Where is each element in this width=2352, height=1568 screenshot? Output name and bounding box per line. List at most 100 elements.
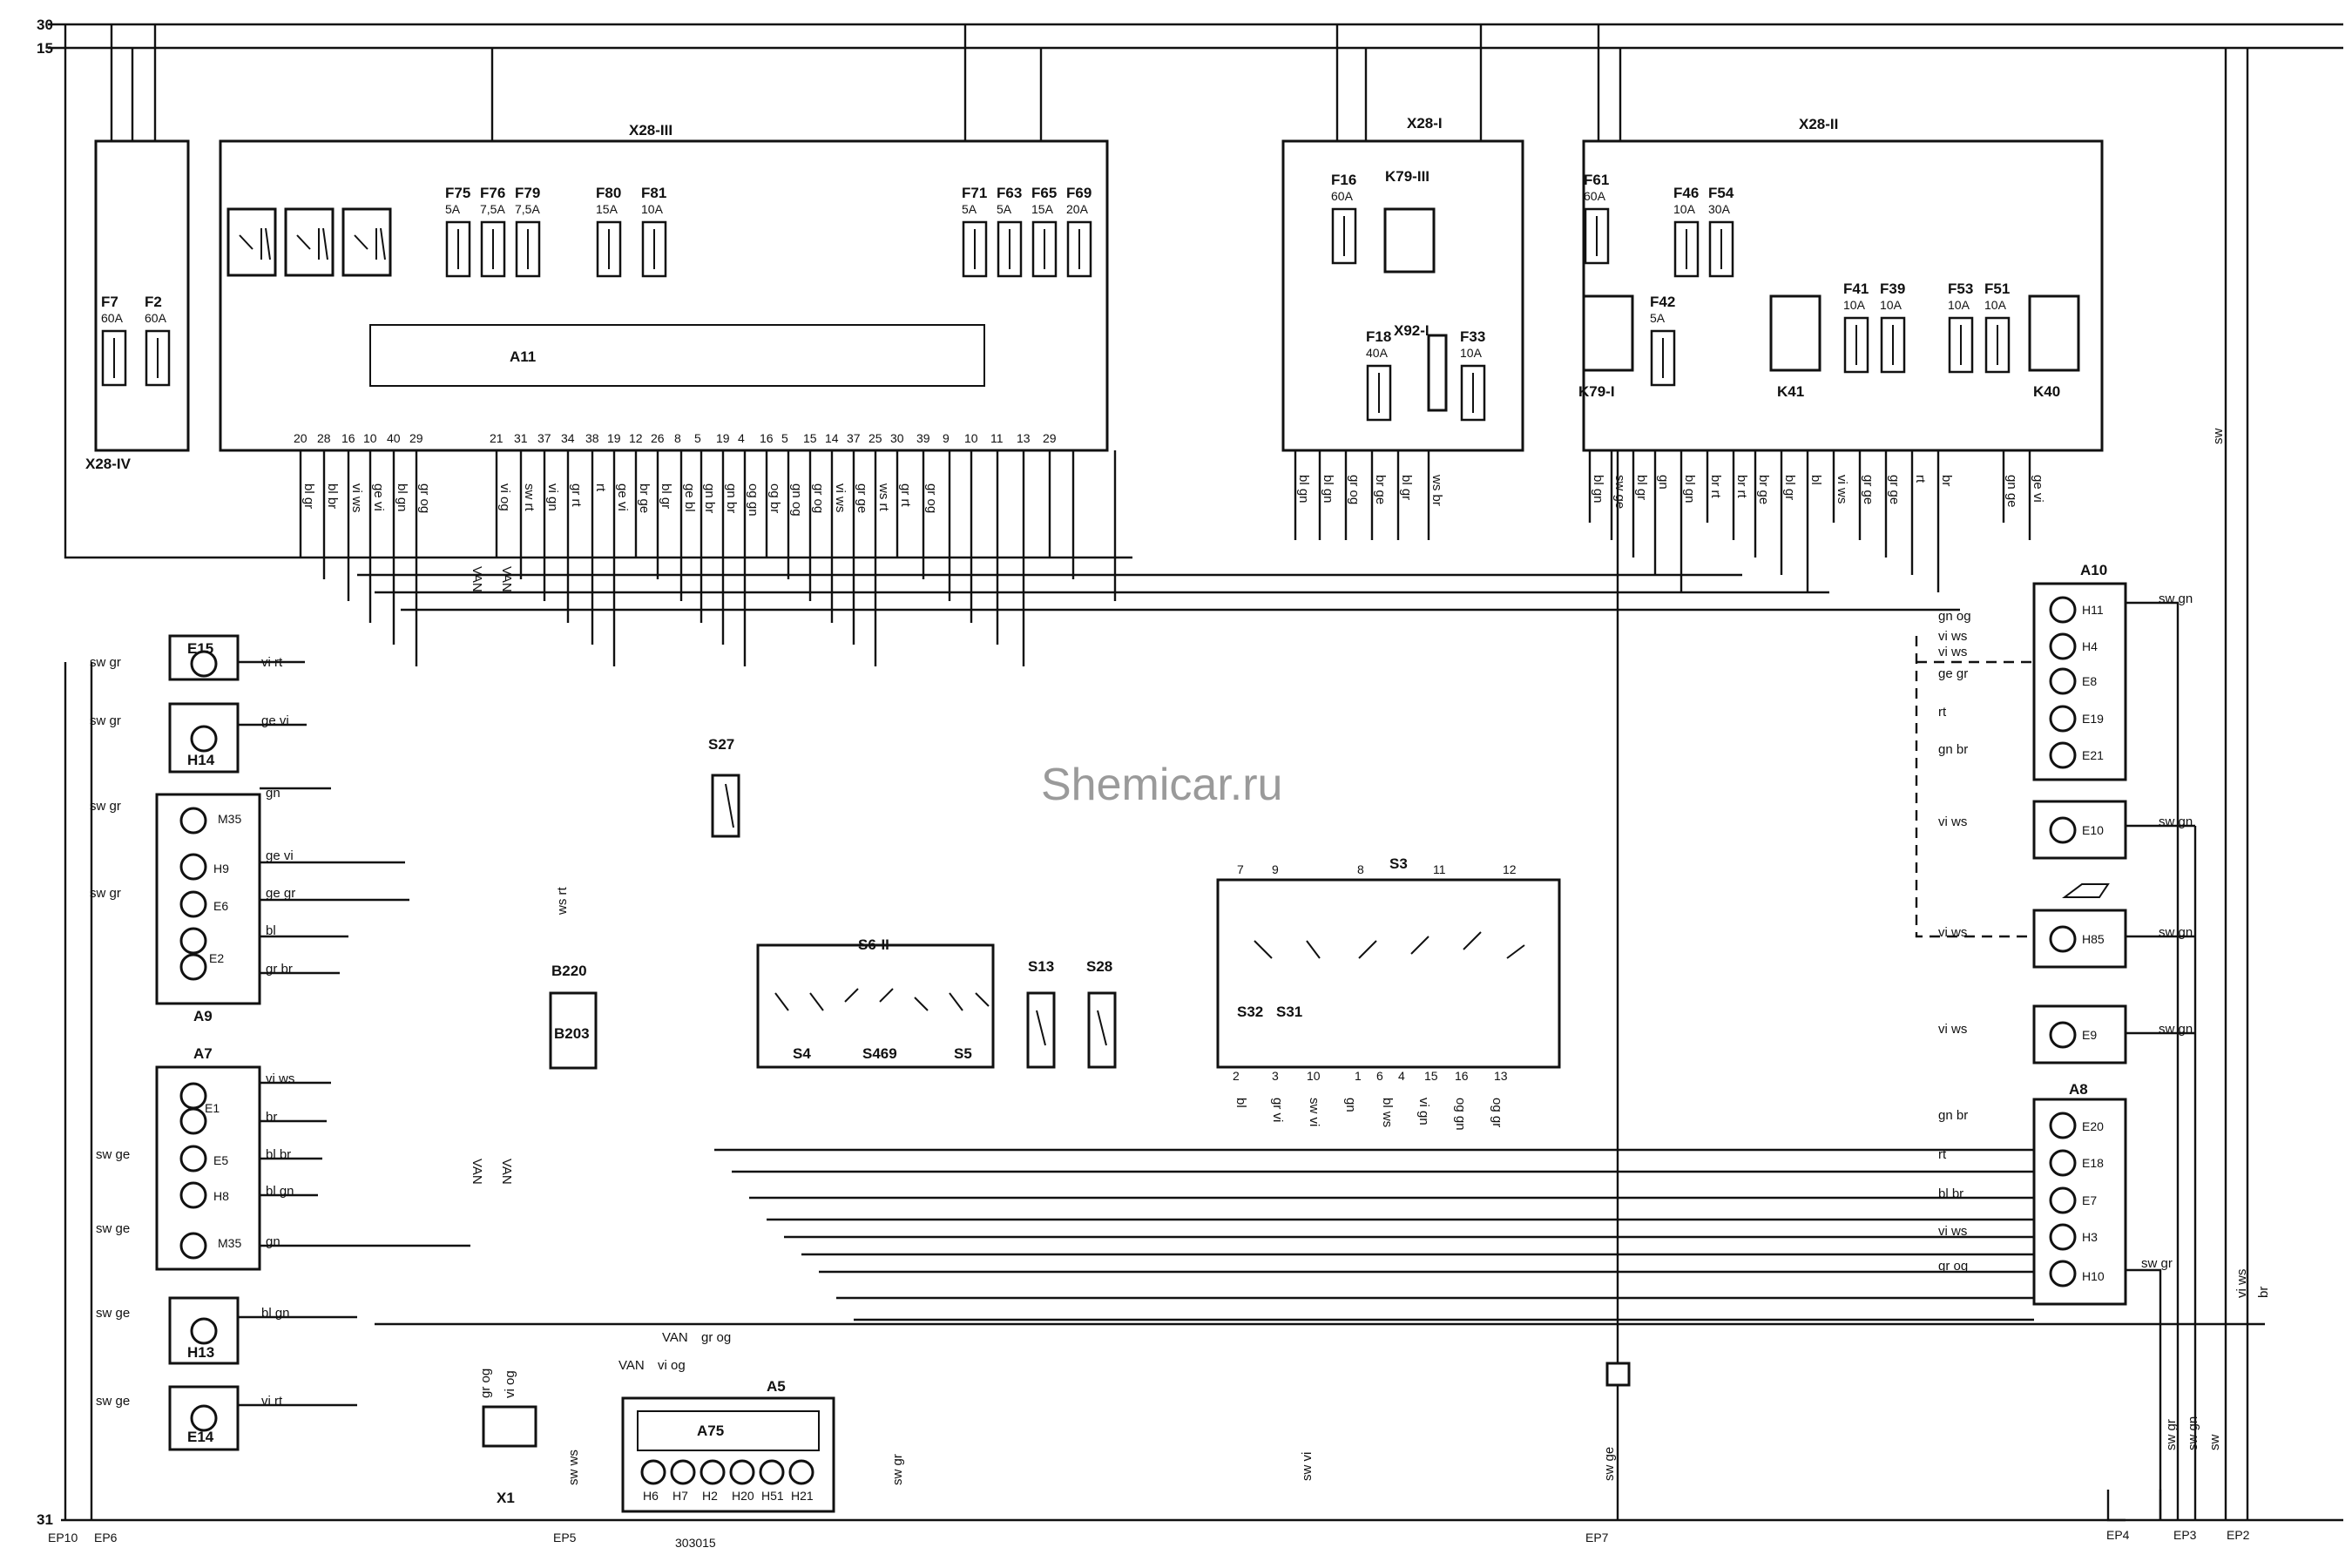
wire-h4-in: vi ws bbox=[1938, 629, 1967, 644]
lamp-e10 bbox=[2032, 800, 2127, 860]
box-x28-iii bbox=[219, 139, 1109, 452]
x28iii-wire-23: ws rt bbox=[876, 483, 891, 511]
switch-s31-label: S31 bbox=[1276, 1004, 1302, 1020]
wire-h10-in: gr og bbox=[1938, 1259, 1968, 1274]
dashed-option-wires bbox=[1915, 636, 2034, 938]
wire-sw-ge-2: sw ge bbox=[96, 1221, 130, 1236]
fuse-f46-rating: 10A bbox=[1673, 202, 1696, 216]
wire-x1-a: gr og bbox=[478, 1369, 493, 1398]
a9-e2-label: E2 bbox=[209, 951, 224, 965]
wire-e1b: br bbox=[266, 1110, 277, 1125]
relay-x92-i-label: X92-I bbox=[1394, 322, 1429, 339]
x28iii-wire-6: vi og bbox=[497, 483, 512, 511]
lamp-e14-label: E14 bbox=[187, 1429, 214, 1445]
x28ii-wire-4: bl gn bbox=[1682, 475, 1697, 504]
ground-ep3: EP3 bbox=[2173, 1528, 2197, 1542]
fuse-f76-id: F76 bbox=[480, 185, 505, 201]
left-lamp-circle-2 bbox=[179, 807, 207, 835]
wire-e7-in: bl br bbox=[1938, 1186, 1963, 1201]
x28ii-wire-2: bl gr bbox=[1634, 475, 1649, 500]
x28iii-wire-0: bl gr bbox=[301, 483, 316, 509]
a8-h10-label: H10 bbox=[2082, 1269, 2105, 1283]
x28iii-pin-3: 10 bbox=[363, 431, 377, 445]
x28ii-wire-14: br bbox=[1939, 475, 1954, 486]
wire-e5: bl br bbox=[266, 1147, 291, 1162]
fuse-f7-id: F7 bbox=[101, 294, 118, 310]
lamp-h85 bbox=[2032, 909, 2127, 969]
x28iii-pin-10: 38 bbox=[585, 431, 599, 445]
connector-x1-label: X1 bbox=[497, 1490, 515, 1506]
relay-k41 bbox=[1769, 294, 1821, 372]
switch-s3-label: S3 bbox=[1389, 855, 1408, 872]
x28iii-pin-4: 40 bbox=[387, 431, 401, 445]
wire-e9-in: vi ws bbox=[1938, 1022, 1967, 1037]
x28iii-pin-15: 5 bbox=[694, 431, 701, 445]
s3-wire-6: og gn bbox=[1453, 1098, 1468, 1131]
x28iii-wire-8: vi gn bbox=[545, 483, 560, 511]
a5-lamp-h21 bbox=[788, 1459, 814, 1485]
box-x28-i bbox=[1281, 139, 1524, 452]
wire-b220: ws rt bbox=[555, 887, 570, 916]
left-lamp-circle-5 bbox=[179, 927, 207, 955]
wire-a5-a: gr og bbox=[701, 1330, 731, 1345]
fuse-f2-rating: 60A bbox=[145, 311, 167, 325]
a5-lamp-h20 bbox=[729, 1459, 755, 1485]
a5-lamp-h2-label: H2 bbox=[702, 1489, 718, 1503]
x28iii-wire-20: gr og bbox=[811, 483, 826, 513]
module-a5-label: A5 bbox=[767, 1378, 786, 1395]
s3-pin-1: 9 bbox=[1272, 862, 1279, 876]
wire-e21-b: gn br bbox=[1938, 742, 1968, 757]
switch-s5-label: S5 bbox=[954, 1045, 972, 1062]
fuse-f61-id: F61 bbox=[1584, 172, 1609, 188]
ground-ep10: EP10 bbox=[48, 1531, 78, 1544]
a5-lamp-h21-label: H21 bbox=[791, 1489, 814, 1503]
s27-contact bbox=[725, 783, 734, 828]
fuse-f75-id: F75 bbox=[445, 185, 470, 201]
wire-sw-ge-4: sw ge bbox=[96, 1394, 130, 1409]
s3-pin-2: 8 bbox=[1357, 862, 1364, 876]
fuse-f53-id: F53 bbox=[1948, 280, 1973, 297]
x28iii-wire-1: bl br bbox=[325, 483, 340, 509]
ground-ep2: EP2 bbox=[2227, 1528, 2250, 1542]
x28iii-wire-19: gn og bbox=[789, 483, 804, 517]
wire-sw-right-low: sw bbox=[2207, 1435, 2222, 1451]
watermark: Shemicar.ru bbox=[1041, 760, 1282, 810]
wire-a5-van-2: VAN bbox=[618, 1358, 645, 1373]
wire-sw-gr-3: sw gr bbox=[90, 799, 121, 814]
switch-s27-label: S27 bbox=[708, 736, 734, 753]
x28iii-pin-11: 19 bbox=[607, 431, 621, 445]
wire-e19-in: ge gr bbox=[1938, 666, 1968, 681]
a8-e18-label: E18 bbox=[2082, 1156, 2104, 1170]
box-x28-i-label: X28-I bbox=[1407, 115, 1443, 132]
a5-lamp-h51-label: H51 bbox=[761, 1489, 784, 1503]
x28iii-wire-2: vi ws bbox=[349, 483, 364, 512]
wire-m35b: gn bbox=[266, 1234, 280, 1249]
x28iii-pin-29: 13 bbox=[1017, 431, 1031, 445]
x28iii-wire-17: og gn bbox=[746, 483, 760, 517]
wire-e21-a: rt bbox=[1938, 705, 1947, 720]
module-a10-label: A10 bbox=[2080, 562, 2107, 578]
right-lamp-circle-6 bbox=[2049, 925, 2077, 953]
x28ii-wire-7: br ge bbox=[1756, 475, 1771, 504]
s3-pin-7: 10 bbox=[1307, 1069, 1321, 1083]
wire-e6: ge gr bbox=[266, 886, 295, 901]
switch-s28-label: S28 bbox=[1086, 958, 1112, 975]
x28ii-wire-0: bl gn bbox=[1591, 475, 1605, 504]
connector-ep7 bbox=[1605, 1362, 1631, 1387]
a5-lamp-h20-label: H20 bbox=[732, 1489, 754, 1503]
x28ii-wire-3: gn bbox=[1656, 475, 1671, 490]
x28ii-wire-1: sw ge bbox=[1612, 475, 1627, 509]
x28iii-wire-5: gr og bbox=[417, 483, 432, 513]
s3-pin-9: 6 bbox=[1376, 1069, 1383, 1083]
switch-s6-ii bbox=[756, 943, 995, 1069]
s3-wire-1: gr vi bbox=[1270, 1098, 1285, 1122]
fuse-f46-id: F46 bbox=[1673, 185, 1699, 201]
box-x28-iv-label: X28-IV bbox=[85, 456, 132, 472]
wire-van-3: VAN bbox=[470, 566, 484, 592]
wire-sw-ge-1: sw ge bbox=[96, 1147, 130, 1162]
right-lamp-circle-10 bbox=[2049, 1186, 2077, 1214]
doc-number: 303015 bbox=[675, 1536, 716, 1550]
switch-s13 bbox=[1026, 991, 1056, 1069]
rail-31-label: 31 bbox=[37, 1511, 53, 1528]
